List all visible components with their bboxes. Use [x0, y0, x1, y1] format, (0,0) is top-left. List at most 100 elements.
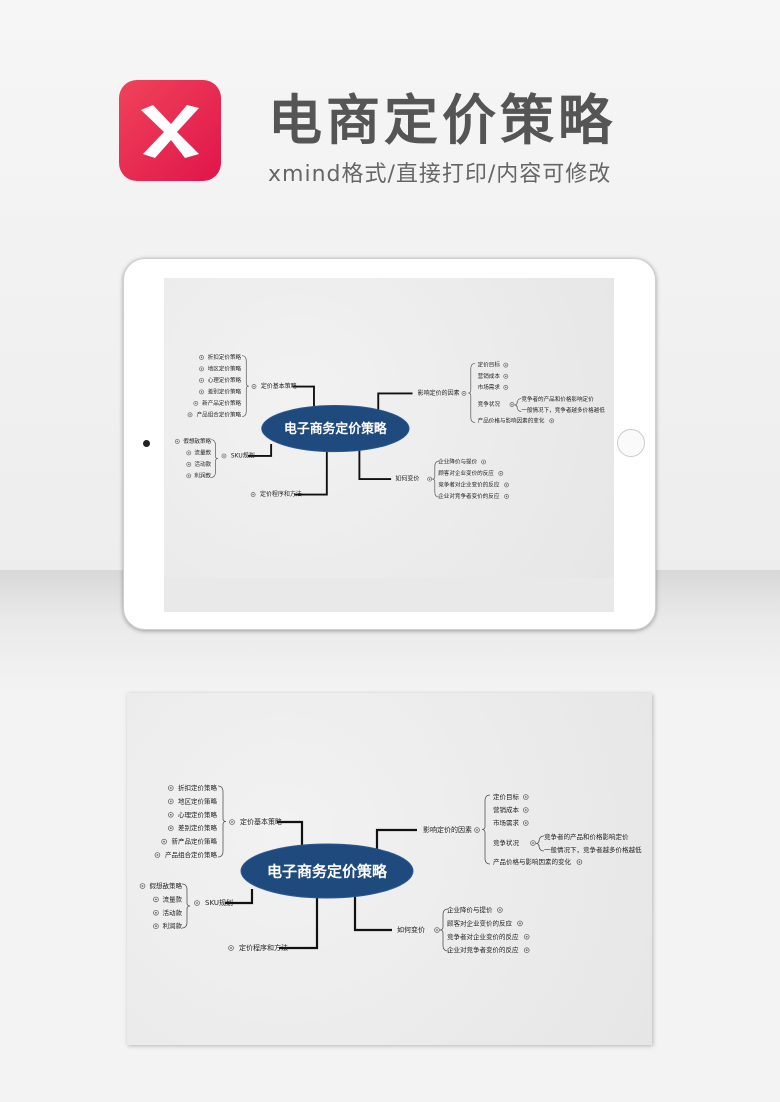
- subtopic[interactable]: 新产品定价策略: [172, 837, 218, 846]
- collapse-toggle-icon[interactable]: [503, 373, 509, 379]
- subtopic[interactable]: 企业对竞争者变价的反应: [447, 945, 519, 954]
- branch-topic[interactable]: SKU规划: [231, 451, 255, 459]
- subtopic[interactable]: 市场需求: [493, 818, 520, 827]
- collapse-toggle-icon[interactable]: [522, 820, 529, 826]
- subtopic[interactable]: 差别定价策略: [208, 387, 242, 395]
- collapse-toggle-icon[interactable]: [153, 910, 159, 916]
- collapse-toggle-icon[interactable]: [503, 385, 509, 390]
- collapse-toggle-icon[interactable]: [522, 794, 529, 800]
- collapse-toggle-icon[interactable]: [481, 459, 486, 465]
- subtopic[interactable]: 定价目标: [478, 361, 501, 369]
- collapse-toggle-icon[interactable]: [174, 439, 180, 444]
- branch-topic[interactable]: 影响定价的因素: [418, 389, 460, 397]
- subtopic[interactable]: 营销成本: [478, 372, 501, 380]
- collapse-toggle-icon[interactable]: [221, 453, 227, 459]
- branch-topic[interactable]: 定价程序和方法: [239, 943, 288, 952]
- collapse-toggle-icon[interactable]: [427, 476, 433, 482]
- subtopic[interactable]: 活动款: [194, 460, 211, 468]
- collapse-toggle-icon[interactable]: [229, 819, 235, 825]
- subtopic[interactable]: 利润款: [163, 921, 183, 930]
- branch-topic[interactable]: 定价程序和方法: [260, 490, 302, 498]
- collapse-toggle-icon[interactable]: [186, 473, 192, 479]
- detail-topic[interactable]: 一般情况下，竞争者越多价格越低: [521, 406, 605, 414]
- collapse-toggle-icon[interactable]: [186, 450, 192, 456]
- subtopic[interactable]: 产品价格与影响因素的变化: [493, 857, 572, 866]
- subtopic[interactable]: 地区定价策略: [208, 364, 242, 372]
- branch-topic[interactable]: 如何变价: [395, 475, 419, 483]
- subtopic[interactable]: 心理定价策略: [208, 376, 242, 384]
- branch-topic[interactable]: 定价基本策略: [261, 382, 297, 390]
- branch-topic[interactable]: 如何变价: [397, 925, 425, 934]
- subtopic[interactable]: 竞争状况: [478, 400, 501, 408]
- subtopic[interactable]: 产品组合定价策略: [165, 850, 218, 859]
- collapse-toggle-icon[interactable]: [167, 798, 174, 805]
- collapse-toggle-icon[interactable]: [199, 355, 204, 360]
- collapse-toggle-icon[interactable]: [167, 825, 174, 832]
- subtopic[interactable]: 竞争者对企业变价的反应: [447, 932, 519, 941]
- collapse-toggle-icon[interactable]: [461, 391, 467, 396]
- central-topic-label[interactable]: 电子商务定价策略: [284, 421, 388, 437]
- collapse-toggle-icon[interactable]: [199, 389, 204, 395]
- subtopic[interactable]: 竞争状况: [493, 838, 520, 847]
- collapse-toggle-icon[interactable]: [161, 838, 167, 845]
- subtopic[interactable]: 流量款: [194, 448, 211, 456]
- central-topic-label[interactable]: 电子商务定价策略: [267, 863, 388, 881]
- central-topic[interactable]: [240, 843, 414, 899]
- branch-topic[interactable]: SKU规划: [205, 898, 233, 907]
- collapse-toggle-icon[interactable]: [193, 400, 199, 406]
- collapse-toggle-icon[interactable]: [522, 807, 529, 813]
- collapse-toggle-icon[interactable]: [167, 812, 174, 818]
- subtopic[interactable]: 营销成本: [493, 805, 520, 814]
- subtopic[interactable]: 顾客对企业变价的反应: [447, 918, 513, 927]
- subtopic[interactable]: 假想敌策略: [183, 437, 211, 445]
- collapse-toggle-icon[interactable]: [194, 900, 200, 906]
- detail-topic[interactable]: 一般情况下，竞争者越多价格越低: [544, 845, 642, 854]
- collapse-toggle-icon[interactable]: [549, 418, 555, 424]
- subtopic[interactable]: 活动款: [163, 908, 183, 917]
- collapse-toggle-icon[interactable]: [530, 840, 536, 846]
- subtopic[interactable]: 折扣定价策略: [178, 783, 218, 792]
- subtopic[interactable]: 市场需求: [478, 383, 501, 391]
- central-topic[interactable]: [261, 404, 410, 453]
- collapse-toggle-icon[interactable]: [139, 883, 146, 889]
- collapse-toggle-icon[interactable]: [228, 945, 234, 951]
- subtopic[interactable]: 差别定价策略: [178, 823, 218, 832]
- detail-topic[interactable]: 竞争者的产品和价格影响定价: [521, 395, 594, 403]
- subtopic[interactable]: 利润款: [194, 471, 211, 479]
- subtopic[interactable]: 产品组合定价策略: [197, 410, 242, 418]
- detail-topic[interactable]: 竞争者的产品和价格影响定价: [544, 832, 629, 841]
- collapse-toggle-icon[interactable]: [153, 923, 159, 930]
- collapse-toggle-icon[interactable]: [186, 461, 192, 467]
- collapse-toggle-icon[interactable]: [509, 402, 515, 407]
- subtopic[interactable]: 顾客对企业变价的反应: [438, 469, 494, 477]
- collapse-toggle-icon[interactable]: [167, 785, 174, 791]
- subtopic[interactable]: 定价目标: [493, 792, 520, 801]
- collapse-toggle-icon[interactable]: [474, 827, 480, 833]
- subtopic[interactable]: 地区定价策略: [178, 796, 218, 805]
- subtopic[interactable]: 企业对竞争者变价的反应: [438, 492, 500, 500]
- collapse-toggle-icon[interactable]: [503, 362, 509, 368]
- collapse-toggle-icon[interactable]: [187, 412, 193, 418]
- subtopic[interactable]: 新产品定价策略: [202, 399, 241, 407]
- collapse-toggle-icon[interactable]: [504, 482, 509, 488]
- collapse-toggle-icon[interactable]: [498, 471, 504, 476]
- subtopic[interactable]: 流量款: [163, 894, 183, 903]
- collapse-toggle-icon[interactable]: [434, 927, 440, 933]
- subtopic[interactable]: 心理定价策略: [178, 810, 218, 819]
- collapse-toggle-icon[interactable]: [523, 934, 530, 940]
- subtopic[interactable]: 企业降价与提价: [447, 905, 493, 914]
- collapse-toggle-icon[interactable]: [250, 492, 256, 497]
- subtopic[interactable]: 竞争者对企业变价的反应: [438, 480, 500, 488]
- collapse-toggle-icon[interactable]: [153, 896, 159, 903]
- collapse-toggle-icon[interactable]: [199, 366, 204, 372]
- collapse-toggle-icon[interactable]: [199, 377, 204, 383]
- collapse-toggle-icon[interactable]: [497, 907, 503, 913]
- collapse-toggle-icon[interactable]: [251, 384, 257, 389]
- collapse-toggle-icon[interactable]: [517, 920, 523, 927]
- subtopic[interactable]: 假想敌策略: [150, 881, 183, 890]
- subtopic[interactable]: 折扣定价策略: [208, 353, 242, 361]
- branch-topic[interactable]: 定价基本策略: [240, 817, 282, 826]
- collapse-toggle-icon[interactable]: [154, 852, 161, 858]
- branch-topic[interactable]: 影响定价的因素: [423, 825, 472, 834]
- collapse-toggle-icon[interactable]: [576, 859, 583, 865]
